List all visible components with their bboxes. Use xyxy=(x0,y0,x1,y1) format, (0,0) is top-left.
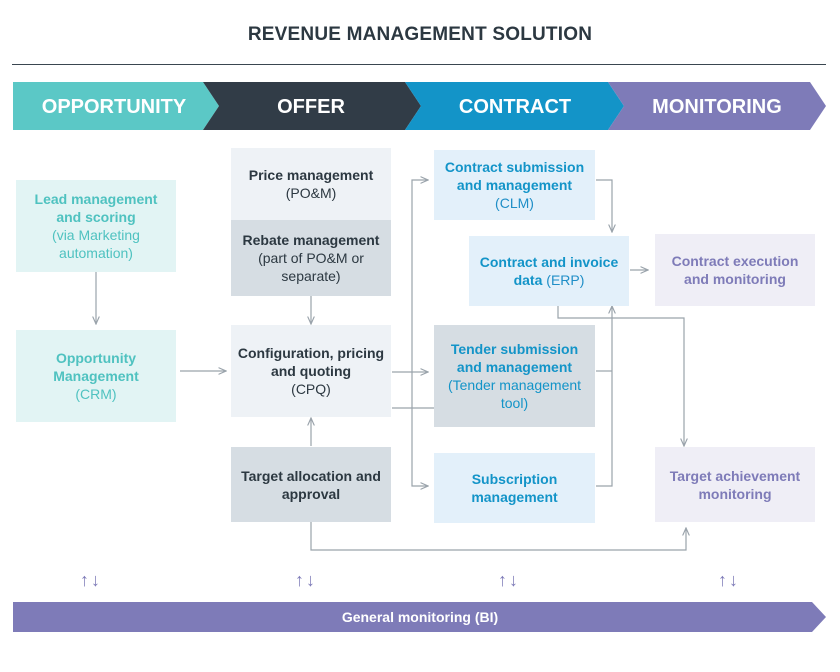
tender-submission-subtitle: (Tender management tool) xyxy=(447,377,582,411)
tender-submission-box: Tender submission and management (Tender… xyxy=(434,325,595,427)
connector-cpq-branch xyxy=(392,180,428,373)
connectors xyxy=(96,179,686,551)
rebate-management-title: Rebate management xyxy=(242,232,380,248)
stage-contract-chevron xyxy=(405,82,624,130)
stage-offer-label: OFFER xyxy=(277,96,345,118)
stage-monitoring-label: MONITORING xyxy=(652,96,782,118)
stage-opportunity-chevron xyxy=(13,82,219,130)
connector-erp-to-achievement xyxy=(557,306,684,446)
contract-submission-box: Contract submission and management (CLM) xyxy=(434,150,595,220)
contract-invoice-data-title: Contract and invoice data xyxy=(479,254,619,288)
connector-branch-to-subscription xyxy=(411,372,428,486)
contract-execution-title: Contract execution and monitoring xyxy=(671,253,799,287)
price-management-title: Price management xyxy=(248,167,374,183)
lead-management-subtitle: (via Marketing automation) xyxy=(52,227,140,261)
title-divider xyxy=(12,64,826,65)
stage-contract-label: CONTRACT xyxy=(459,96,571,118)
general-monitoring-label: General monitoring (BI) xyxy=(342,609,498,625)
contract-submission-title: Contract submission and management xyxy=(444,159,585,193)
updown-arrows-offer: ↑↓ xyxy=(295,570,317,590)
updown-arrows-monitoring: ↑↓ xyxy=(718,570,740,590)
price-management-box: Price management (PO&M) xyxy=(231,148,391,220)
diagram-title: REVENUE MANAGEMENT SOLUTION xyxy=(247,24,593,45)
price-management-subtitle: (PO&M) xyxy=(285,185,337,201)
cpq-subtitle: (CPQ) xyxy=(291,381,331,397)
opportunity-management-title: Opportunity Management xyxy=(53,350,139,384)
contract-invoice-data-box: Contract and invoice data (ERP) xyxy=(469,236,629,306)
connector-subscription-to-erp xyxy=(596,306,612,487)
general-monitoring-bar xyxy=(13,602,826,632)
target-allocation-title: Target allocation and approval xyxy=(241,467,381,502)
contract-submission-subtitle: (CLM) xyxy=(495,195,534,211)
stage-monitoring-chevron xyxy=(608,82,826,130)
connector-clm-to-erp xyxy=(596,179,612,232)
target-achievement-box: Target achievement monitoring xyxy=(655,447,815,522)
rebate-management-box: Rebate management (part of PO&M or separ… xyxy=(231,220,391,296)
contract-execution-box: Contract execution and monitoring xyxy=(655,234,815,306)
updown-arrows-opportunity: ↑↓ xyxy=(80,570,102,590)
contract-invoice-data-subtitle: (ERP) xyxy=(546,272,585,288)
updown-arrows-contract: ↑↓ xyxy=(498,570,520,590)
connector-target-to-achievement xyxy=(310,522,686,551)
contract-invoice-data-text: Contract and invoice data (ERP) xyxy=(475,253,623,289)
opportunity-management-box: Opportunity Management (CRM) xyxy=(16,330,176,422)
lead-management-title: Lead management and scoring xyxy=(34,191,158,225)
target-allocation-box: Target allocation and approval xyxy=(231,447,391,522)
target-achievement-title: Target achievement monitoring xyxy=(669,467,801,502)
subscription-management-title: Subscription management xyxy=(471,471,558,505)
tender-submission-title: Tender submission and management xyxy=(450,341,579,375)
cpq-box: Configuration, pricing and quoting (CPQ) xyxy=(231,325,391,417)
subscription-management-box: Subscription management xyxy=(434,453,595,523)
opportunity-management-subtitle: (CRM) xyxy=(75,386,117,402)
stage-opportunity-label: OPPORTUNITY xyxy=(42,96,187,118)
stage-offer-chevron xyxy=(203,82,421,130)
lead-management-box: Lead management and scoring (via Marketi… xyxy=(16,180,176,272)
cpq-title: Configuration, pricing and quoting xyxy=(237,345,385,379)
rebate-management-subtitle: (part of PO&M or separate) xyxy=(258,250,364,284)
